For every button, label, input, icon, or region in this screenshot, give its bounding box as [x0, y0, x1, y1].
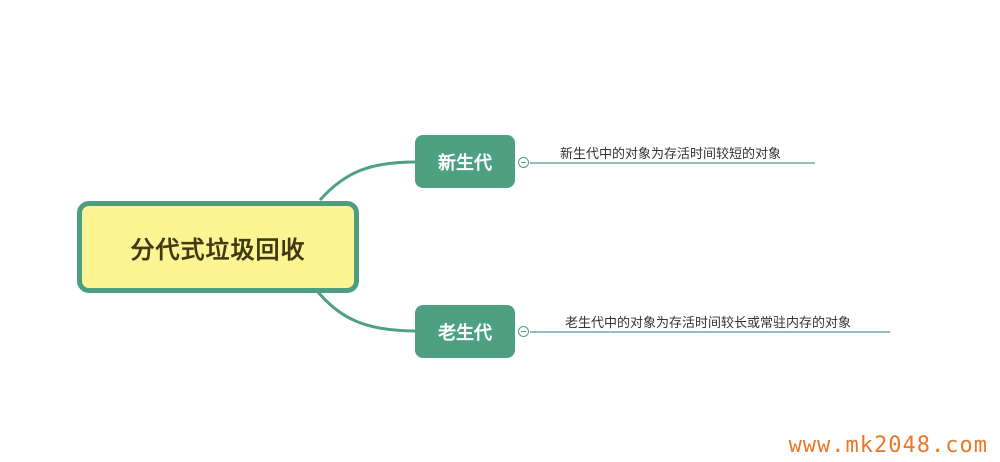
- subtopic-old-generation-detail[interactable]: 老生代中的对象为存活时间较长或常驻内存的对象: [565, 316, 852, 331]
- root-topic-label: 分代式垃圾回收: [130, 235, 306, 264]
- topic-node-old-generation[interactable]: 老生代: [415, 305, 515, 358]
- collapse-toggle-icon[interactable]: [518, 157, 529, 168]
- topic-label: 老生代: [438, 322, 492, 344]
- topic-node-young-generation[interactable]: 新生代: [415, 135, 515, 188]
- root-topic-node[interactable]: 分代式垃圾回收: [77, 201, 359, 293]
- connector-root-to-top: [318, 160, 417, 201]
- topic-label: 新生代: [438, 152, 492, 174]
- watermark-text: www.mk2048.com: [788, 433, 988, 458]
- collapse-toggle-icon[interactable]: [518, 326, 529, 337]
- subtopic-young-generation-detail[interactable]: 新生代中的对象为存活时间较短的对象: [560, 147, 782, 162]
- connector-root-to-bottom: [316, 291, 417, 333]
